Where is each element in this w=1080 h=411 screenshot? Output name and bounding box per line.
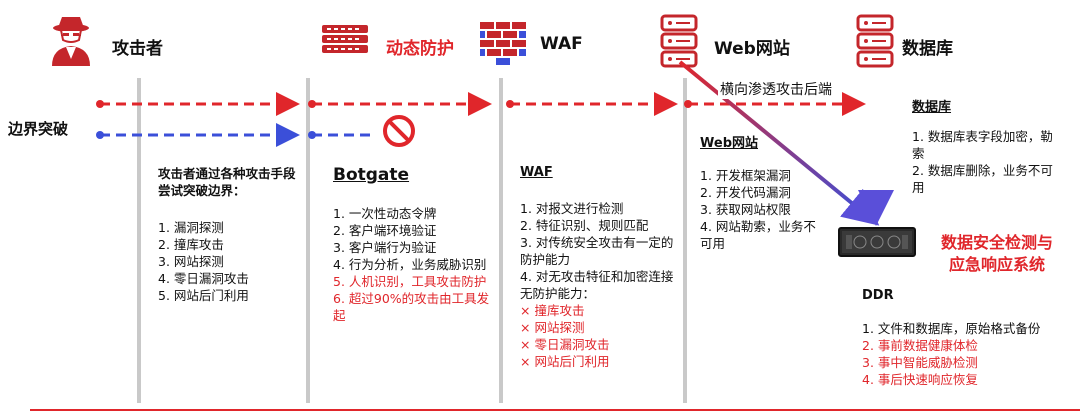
list-item: 3. 客户端行为验证 — [333, 240, 437, 255]
attacker-list: 1. 漏洞探测 2. 撞库攻击 3. 网站探测 4. 零日漏洞攻击 5. 网站后… — [158, 219, 300, 304]
list-item: 5. 人机识别，工具攻击防护 — [333, 274, 487, 289]
list-item: 3. 获取网站权限 — [700, 202, 791, 217]
list-item: 2. 开发代码漏洞 — [700, 185, 791, 200]
db-header: 数据库 — [902, 39, 953, 59]
list-item: 2. 特征识别、规则匹配 — [520, 218, 649, 233]
web-title: Web网站 — [700, 136, 758, 151]
list-item: 5. 网站后门利用 — [158, 288, 249, 303]
db-list: 1. 数据库表字段加密，勒索 2. 数据库删除，业务不可用 — [912, 128, 1062, 196]
list-item: 1. 开发框架漏洞 — [700, 168, 791, 183]
list-item: 3. 对传统安全攻击有一定的防护能力 — [520, 235, 674, 267]
list-item: 2. 事前数据健康体检 — [862, 338, 978, 353]
ddr-list: 1. 文件和数据库，原始格式备份 2. 事前数据健康体检 3. 事中智能威胁检测… — [862, 320, 1077, 388]
botgate-title: Botgate — [333, 165, 410, 185]
hacker-icon — [46, 14, 96, 68]
list-item: 4. 事后快速响应恢复 — [862, 372, 978, 387]
list-item: × 撞库攻击 — [520, 303, 585, 318]
list-item: 4. 网站勒索，业务不可用 — [700, 219, 816, 251]
list-item: × 零日漏洞攻击 — [520, 337, 610, 352]
list-item: 1. 漏洞探测 — [158, 220, 224, 235]
waf-header: WAF — [540, 34, 583, 54]
ddr-title: DDR — [862, 288, 894, 303]
list-item: 4. 零日漏洞攻击 — [158, 271, 249, 286]
list-item: 1. 一次性动态令牌 — [333, 206, 437, 221]
edge-breakthrough-label: 边界突破 — [8, 120, 69, 138]
web-header: Web网站 — [714, 39, 790, 59]
botgate-list: 1. 一次性动态令牌 2. 客户端环境验证 3. 客户端行为验证 4. 行为分析… — [333, 205, 493, 324]
firewall-icon — [322, 25, 368, 63]
attacker-intro: 攻击者通过各种攻击手段尝试突破边界： — [158, 166, 296, 198]
waf-icon — [480, 22, 526, 66]
list-item: × 网站探测 — [520, 320, 585, 335]
list-item: 1. 数据库表字段加密，勒索 — [912, 129, 1053, 161]
divider-1 — [137, 78, 141, 403]
attacker-header: 攻击者 — [112, 39, 163, 59]
divider-2 — [306, 78, 310, 403]
list-item: 2. 数据库删除，业务不可用 — [912, 163, 1053, 195]
list-item: 6. 超过90%的攻击由工具发起 — [333, 291, 490, 323]
list-item: 2. 撞库攻击 — [158, 237, 224, 252]
web-list: 1. 开发框架漏洞 2. 开发代码漏洞 3. 获取网站权限 4. 网站勒索，业务… — [700, 167, 828, 252]
db-title: 数据库 — [912, 100, 952, 115]
divider-4 — [683, 78, 687, 403]
list-item: 3. 网站探测 — [158, 254, 224, 269]
list-item: 4. 行为分析，业务威胁识别 — [333, 257, 487, 272]
lateral-attack-label: 横向渗透攻击后端 — [718, 79, 834, 99]
divider-3 — [499, 78, 503, 403]
server-icon — [660, 14, 698, 72]
waf-title: WAF — [520, 165, 553, 180]
bottom-divider — [30, 409, 1080, 411]
database-server-icon — [856, 14, 894, 72]
no-entry-icon — [382, 114, 416, 148]
list-item: × 网站后门利用 — [520, 354, 610, 369]
waf-list: 1. 对报文进行检测 2. 特征识别、规则匹配 3. 对传统安全攻击有一定的防护… — [520, 200, 678, 370]
ddr-device-icon — [838, 222, 916, 262]
list-item: 2. 客户端环境验证 — [333, 223, 437, 238]
list-item: 4. 对无攻击特征和加密连接无防护能力： — [520, 269, 674, 301]
dynamic-protection-header: 动态防护 — [386, 39, 454, 59]
list-item: 1. 对报文进行检测 — [520, 201, 624, 216]
ddr-system-label: 数据安全检测与 应急响应系统 — [940, 233, 1053, 274]
list-item: 1. 文件和数据库，原始格式备份 — [862, 321, 1041, 336]
list-item: 3. 事中智能威胁检测 — [862, 355, 978, 370]
